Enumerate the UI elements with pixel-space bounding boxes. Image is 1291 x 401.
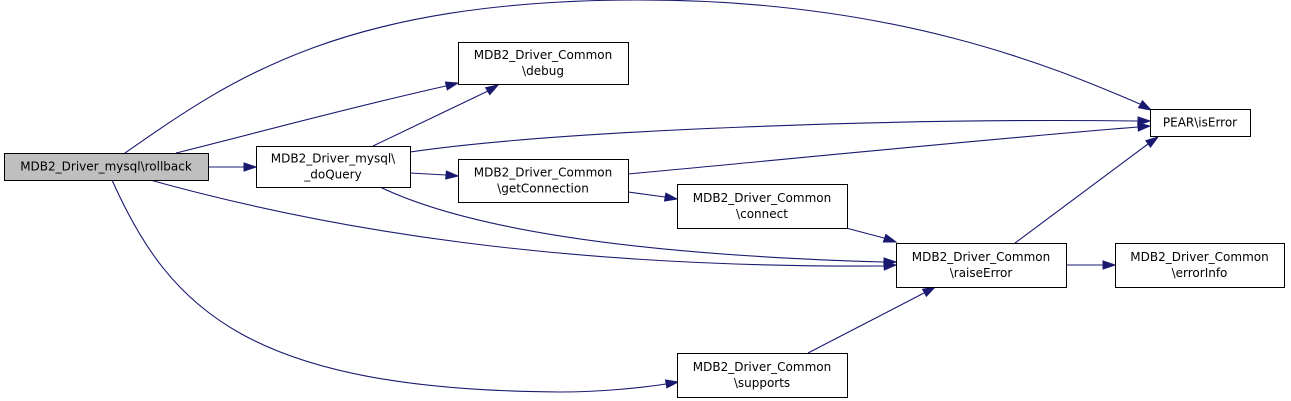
edge-line <box>409 172 447 176</box>
node-box <box>458 42 629 85</box>
arrowhead-icon <box>1102 260 1117 270</box>
node-isError[interactable]: PEAR\isError <box>1150 109 1251 137</box>
edge-line <box>845 227 885 239</box>
node-label: MDB2_Driver_mysql\rollback <box>20 160 192 174</box>
arrowhead-icon <box>243 162 258 172</box>
node-label: PEAR\isError <box>1163 116 1237 130</box>
node-label: MDB2_Driver_Common <box>474 48 612 62</box>
node-raiseError[interactable]: MDB2_Driver_Common \raiseError <box>896 243 1067 288</box>
edge-getConnection-to-connect <box>627 191 679 202</box>
edge-line <box>807 292 925 354</box>
node-label: \getConnection <box>497 182 589 196</box>
node-supports[interactable]: MDB2_Driver_Common \supports <box>677 353 848 398</box>
node-box <box>1115 243 1285 288</box>
node-label: MDB2_Driver_Common <box>693 360 831 374</box>
node-label: MDB2_Driver_Common <box>912 250 1050 264</box>
arrowhead-icon <box>1137 99 1153 111</box>
node-label: MDB2_Driver_Common <box>474 166 612 180</box>
edge-line <box>379 186 885 263</box>
arrowhead-icon <box>444 81 460 91</box>
arrowhead-icon <box>1137 116 1152 126</box>
arrowhead-icon <box>484 84 500 96</box>
node-errorInfo[interactable]: MDB2_Driver_Common \errorInfo <box>1115 243 1285 288</box>
edge-doQuery-to-debug <box>372 84 500 147</box>
edge-line <box>175 85 447 154</box>
edge-supports-to-raiseError <box>807 286 937 354</box>
edge-doQuery-to-getConnection <box>409 170 460 180</box>
edge-line <box>111 179 667 393</box>
edge-getConnection-to-isError <box>627 122 1152 175</box>
arrowhead-icon <box>921 286 937 298</box>
node-box <box>256 146 411 188</box>
arrowhead-icon <box>882 233 898 243</box>
arrowhead-icon <box>664 379 680 389</box>
arrowhead-icon <box>445 170 460 180</box>
edge-rollback-to-isError <box>124 0 1153 154</box>
node-box <box>1150 109 1251 137</box>
node-box <box>896 243 1067 288</box>
edge-rollback-to-supports <box>111 179 680 393</box>
edge-line <box>627 126 1139 175</box>
node-label: MDB2_Driver_Common <box>1130 250 1268 264</box>
node-debug[interactable]: MDB2_Driver_Common \debug <box>458 42 629 85</box>
node-label: _doQuery <box>303 168 361 182</box>
edge-line <box>627 191 666 198</box>
node-getConnection[interactable]: MDB2_Driver_Common \getConnection <box>458 159 629 203</box>
edge-rollback-to-doQuery <box>208 162 258 172</box>
edge-line <box>409 119 1139 153</box>
node-doQuery[interactable]: MDB2_Driver_mysql\ _doQuery <box>256 146 411 188</box>
edge-doQuery-to-isError <box>409 116 1152 153</box>
node-label: \errorInfo <box>1172 266 1228 280</box>
edge-line <box>124 0 1141 154</box>
node-rollback: MDB2_Driver_mysql\rollback <box>4 153 209 181</box>
node-box <box>4 153 209 181</box>
node-box <box>677 353 848 398</box>
arrowhead-icon <box>663 192 679 202</box>
node-box <box>677 184 848 229</box>
arrowhead-icon <box>1145 136 1160 149</box>
edge-doQuery-to-raiseError <box>379 186 898 267</box>
arrowhead-icon <box>1137 122 1152 132</box>
node-label: \supports <box>734 376 790 390</box>
edge-raiseError-to-isError <box>1014 136 1160 244</box>
node-label: \debug <box>522 64 564 78</box>
node-connect[interactable]: MDB2_Driver_Common \connect <box>677 184 848 229</box>
edge-line <box>149 179 885 267</box>
edge-line <box>372 90 489 147</box>
node-label: \connect <box>736 207 788 221</box>
node-label: MDB2_Driver_Common <box>693 191 831 205</box>
edge-line <box>1014 143 1149 244</box>
node-label: MDB2_Driver_mysql\ <box>271 152 396 166</box>
node-label: \raiseError <box>950 266 1013 280</box>
arrowhead-icon <box>883 257 898 267</box>
edge-connect-to-raiseError <box>845 227 898 243</box>
edge-raiseError-to-errorInfo <box>1066 260 1117 270</box>
edge-rollback-to-debug <box>175 81 460 154</box>
node-box <box>458 159 629 203</box>
